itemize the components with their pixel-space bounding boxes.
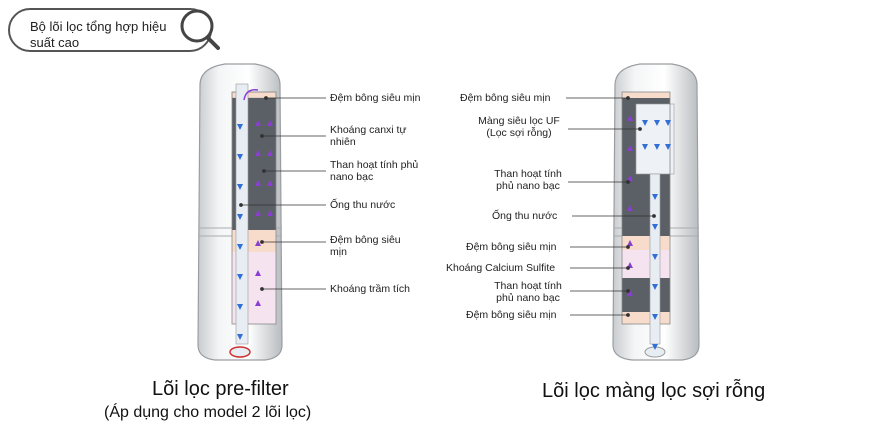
- left-label-2: Khoáng canxi tự nhiên: [330, 124, 407, 148]
- right-label-5: Đệm bông siêu mịn: [466, 241, 557, 253]
- right-label-4: Ống thu nước: [492, 210, 558, 222]
- left-label-6: Khoáng trầm tích: [330, 283, 410, 295]
- prefilter-cartridge: [197, 63, 283, 361]
- right-label-2: Màng siêu lọc UF (Lọc sợi rỗng): [478, 115, 560, 139]
- left-caption: Lõi lọc pre-filter: [152, 378, 289, 400]
- header-title: Bộ lõi lọc tổng hợp hiệu suất cao: [30, 19, 167, 50]
- left-label-3: Than hoạt tính phủ nano bạc: [330, 159, 419, 183]
- right-label-3: Than hoạt tính phủ nano bạc: [494, 168, 562, 192]
- uf-cartridge: [612, 63, 700, 361]
- left-label-5: Đệm bông siêu mịn: [330, 234, 401, 258]
- header-bubble: Bộ lõi lọc tổng hợp hiệu suất cao: [8, 8, 212, 52]
- right-label-8: Đệm bông siêu mịn: [466, 309, 557, 321]
- right-label-7: Than hoạt tính phủ nano bạc: [494, 280, 562, 304]
- left-label-1: Đệm bông siêu mịn: [330, 92, 421, 104]
- left-label-4: Ống thu nước: [330, 199, 396, 211]
- right-label-1: Đệm bông siêu mịn: [460, 92, 551, 104]
- left-subcaption: (Áp dụng cho model 2 lõi lọc): [104, 404, 312, 421]
- right-label-6: Khoáng Calcium Sulfite: [446, 262, 556, 274]
- magnifier-icon: [180, 9, 220, 50]
- right-caption: Lõi lọc màng lọc sợi rỗng: [542, 380, 766, 402]
